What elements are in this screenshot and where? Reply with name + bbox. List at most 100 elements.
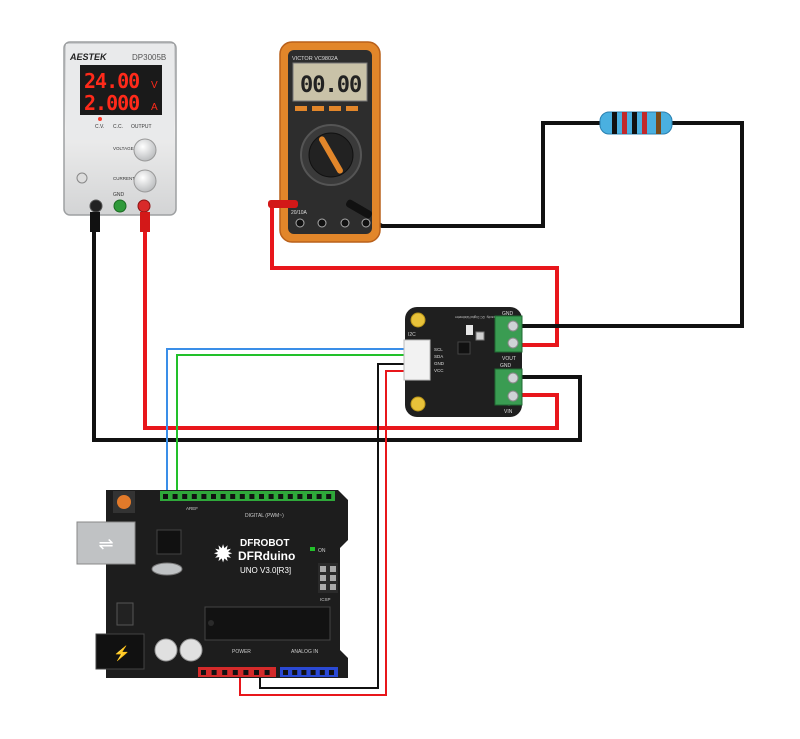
digital-pin-6[interactable] xyxy=(211,494,216,499)
meter-dial-pointer xyxy=(319,136,343,174)
vout-screw-2[interactable] xyxy=(507,337,519,349)
usb-port[interactable] xyxy=(76,521,136,565)
digital-pin-8[interactable] xyxy=(230,494,236,499)
meter-button-2[interactable] xyxy=(312,106,324,111)
sensor-cap xyxy=(475,331,485,341)
digital-pin-1[interactable] xyxy=(163,494,168,499)
meter-button-3[interactable] xyxy=(329,106,341,111)
digital-pin-3[interactable] xyxy=(182,494,188,499)
power-pin-2[interactable] xyxy=(211,670,217,675)
resistor xyxy=(599,111,673,135)
dc-jack[interactable] xyxy=(95,633,145,670)
voltage-knob-label: VOLTAGE xyxy=(113,146,134,151)
current-knob[interactable] xyxy=(133,169,157,193)
analog-pin-1[interactable] xyxy=(283,670,288,675)
meter-port-label: 20/10A xyxy=(291,210,308,216)
meter-jack-ma[interactable] xyxy=(317,218,327,228)
vout-screw-1[interactable] xyxy=(507,320,519,332)
i2c-connector[interactable] xyxy=(403,339,431,381)
voltage-knob[interactable] xyxy=(133,138,157,162)
vout-gnd-label: GND xyxy=(502,311,514,317)
digital-pin-18[interactable] xyxy=(326,494,332,499)
aref-label: AREF xyxy=(186,506,198,511)
black-probe-plug xyxy=(345,199,373,219)
digital-pin-11[interactable] xyxy=(259,494,264,499)
digital-pin-17[interactable] xyxy=(316,494,322,499)
digital-pin-2[interactable] xyxy=(172,494,178,499)
digital-pin-9[interactable] xyxy=(239,494,245,499)
atmega-chip xyxy=(204,606,331,641)
digital-pin-16[interactable] xyxy=(307,494,312,499)
digital-pin-13[interactable] xyxy=(278,494,284,499)
digital-pin-14[interactable] xyxy=(287,494,293,499)
usb-icon: ⇌ xyxy=(98,534,113,554)
capacitor-1 xyxy=(154,638,178,662)
pin-label-3: GND xyxy=(434,361,445,366)
power-pin-7[interactable] xyxy=(264,670,270,675)
meter-button-4[interactable] xyxy=(346,106,358,111)
power-supply: AESTEK DP3005B 24.00 V 2.000 A C.V. C.C.… xyxy=(63,41,177,232)
digital-header[interactable] xyxy=(160,491,335,501)
icsp-header[interactable] xyxy=(318,563,338,593)
pin-label-4: VCC xyxy=(434,368,444,373)
power-pin-6[interactable] xyxy=(254,670,259,675)
power-pin-5[interactable] xyxy=(243,670,249,675)
arduino-brand: DFROBOT xyxy=(240,538,289,549)
ground-terminal[interactable] xyxy=(113,199,127,213)
on-label: ON xyxy=(318,548,326,554)
band-2 xyxy=(622,112,627,134)
cv-indicator-led xyxy=(98,117,102,121)
wire-i2c-scl xyxy=(166,348,430,498)
digital-pin-7[interactable] xyxy=(220,494,226,499)
meter-jack-a[interactable] xyxy=(295,218,305,228)
digital-pin-5[interactable] xyxy=(201,494,207,499)
arduino-board: ⇌ ⚡ ✹ DFROBOT DFRduino UNO V3.0[R3] ON I… xyxy=(76,490,348,678)
analog-pin-2[interactable] xyxy=(292,670,298,675)
digital-pin-4[interactable] xyxy=(191,494,197,499)
meter-reading: 00.00 xyxy=(300,73,361,98)
meter-model: VICTOR VC9802A xyxy=(292,56,338,62)
power-switch[interactable] xyxy=(76,172,88,184)
wire-i2c-gnd xyxy=(259,363,430,689)
digital-pin-12[interactable] xyxy=(268,494,274,499)
vin-terminal[interactable] xyxy=(494,368,523,406)
digital-pin-10[interactable] xyxy=(249,494,255,499)
negative-terminal[interactable] xyxy=(89,199,103,213)
gnd-label: GND xyxy=(113,192,125,198)
mount-hole-tl xyxy=(410,312,426,328)
meter-jack-v[interactable] xyxy=(361,218,371,228)
digital-pin-15[interactable] xyxy=(297,494,303,499)
analog-pin-3[interactable] xyxy=(301,670,307,675)
vin-screw-2[interactable] xyxy=(507,390,519,402)
vin-screw-1[interactable] xyxy=(507,372,519,384)
analog-pin-4[interactable] xyxy=(310,670,316,675)
digital-label: DIGITAL (PWM~) xyxy=(245,513,284,519)
power-pin-3[interactable] xyxy=(222,670,228,675)
vout-terminal[interactable] xyxy=(494,315,523,353)
cc-label: C.C. xyxy=(113,124,123,130)
red-probe-plug xyxy=(268,200,298,208)
band-4 xyxy=(642,112,647,134)
pin-label-1: SCL xyxy=(434,347,443,352)
analog-pin-6[interactable] xyxy=(329,670,334,675)
usb-chip xyxy=(156,529,182,555)
arduino-name: DFRduino xyxy=(238,549,295,563)
pin-label-2: SDA xyxy=(434,354,443,359)
analog-pin-5[interactable] xyxy=(319,670,325,675)
reset-button[interactable] xyxy=(117,495,131,509)
output-label: OUTPUT xyxy=(131,124,152,130)
analog-header[interactable] xyxy=(280,667,338,677)
power-pin-1[interactable] xyxy=(201,670,206,675)
power-pin-4[interactable] xyxy=(232,670,238,675)
meter-button-1[interactable] xyxy=(295,106,307,111)
positive-terminal[interactable] xyxy=(137,199,151,213)
multimeter: VICTOR VC9802A 00.00 20/10A xyxy=(268,41,381,243)
wire-i2c-vcc xyxy=(239,370,430,696)
psu-brand: AESTEK xyxy=(69,52,108,62)
wire-i2c-sda xyxy=(176,354,430,498)
positive-plug xyxy=(140,212,150,232)
meter-jack-com[interactable] xyxy=(340,218,350,228)
arduino-version: UNO V3.0[R3] xyxy=(240,566,291,575)
wattmeter-sensor: Gravity: I2C Digital Wattmeter I2C SCL S… xyxy=(403,307,523,417)
